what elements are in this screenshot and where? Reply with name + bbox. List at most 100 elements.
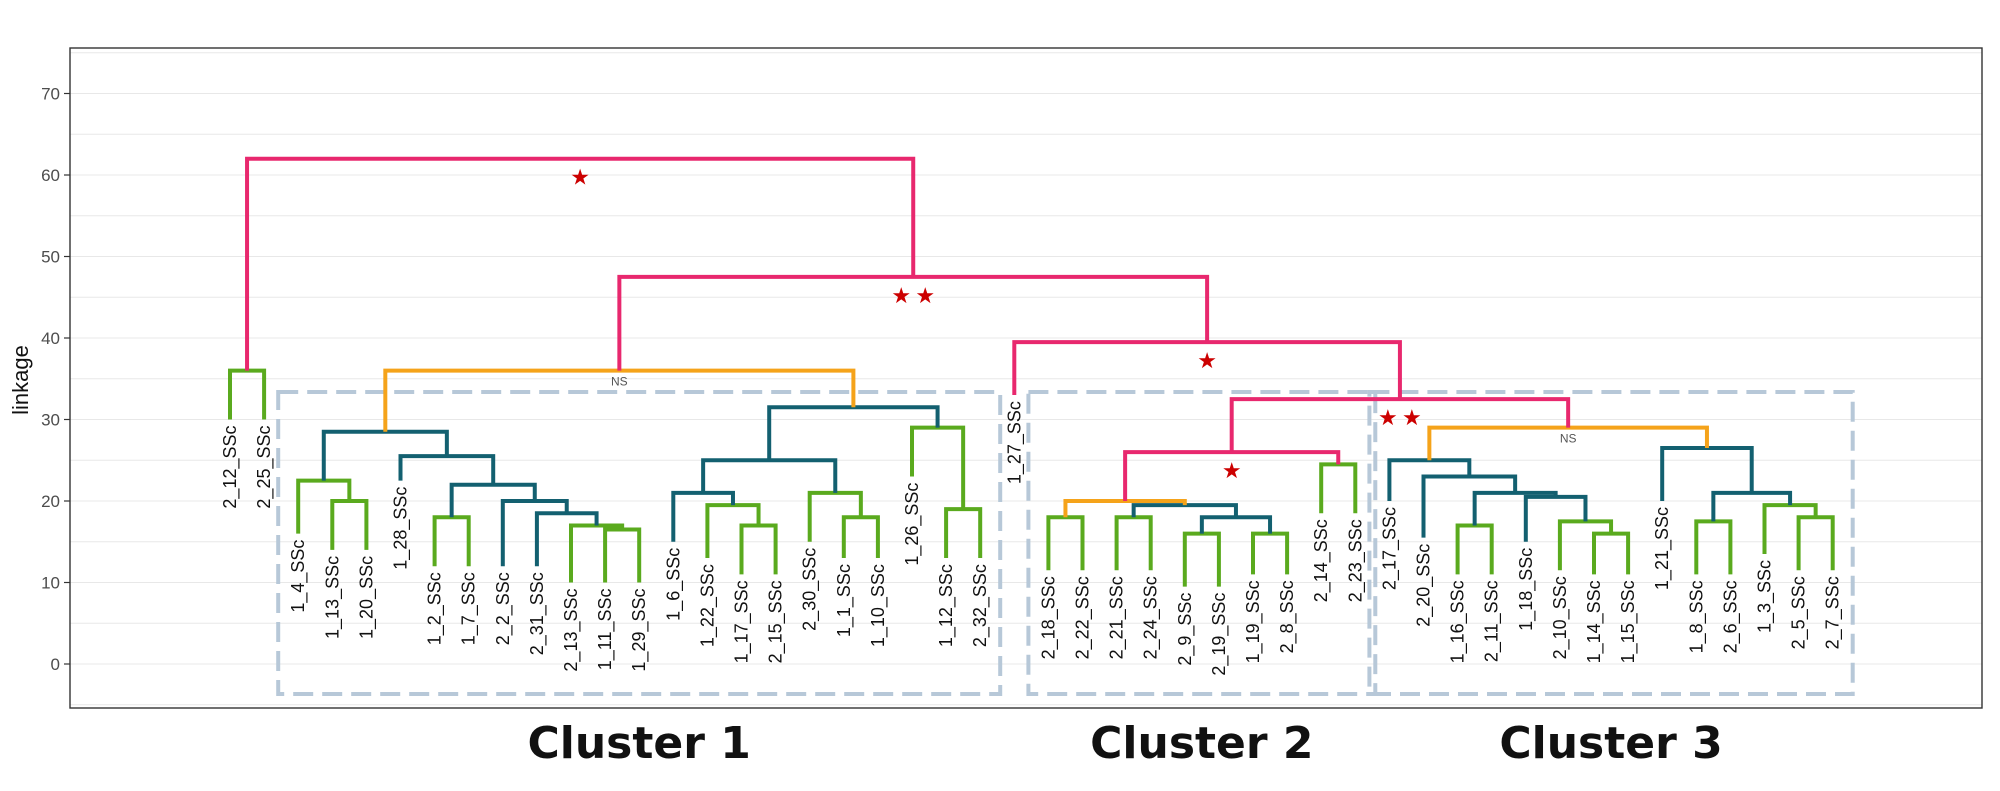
y-tick-label: 50	[41, 248, 60, 267]
leaf-label: 1_7_SSc	[459, 572, 480, 645]
dendrogram-links	[228, 156, 1835, 587]
leaf-label: 1_20_SSc	[356, 556, 377, 639]
dendrogram-link	[739, 523, 778, 575]
leaf-label: 1_29_SSc	[629, 589, 650, 672]
cluster-label: Cluster 2	[1090, 718, 1313, 769]
leaf-label: 1_14_SSc	[1584, 580, 1605, 663]
leaf-label: 2_18_SSc	[1038, 576, 1059, 659]
cluster-box	[1026, 390, 1378, 696]
cluster-box	[276, 390, 1003, 696]
significance-star: ★	[1197, 349, 1217, 374]
y-tick-label: 40	[41, 329, 60, 348]
plot-frame	[69, 47, 1983, 709]
dendrogram-link	[617, 274, 1210, 371]
dendrogram-link	[1319, 462, 1358, 514]
leaf-label: 2_24_SSc	[1141, 576, 1162, 659]
significance-star: ★	[915, 284, 935, 309]
dendrogram-link	[944, 507, 983, 559]
leaf-label: 2_14_SSc	[1311, 519, 1332, 602]
dendrogram-link	[569, 523, 625, 583]
leaf-label: 1_18_SSc	[1516, 548, 1537, 631]
dendrogram-link	[1229, 397, 1571, 453]
leaf-label: 2_5_SSc	[1789, 576, 1810, 649]
dendrogram-link	[500, 499, 569, 567]
dendrogram-link	[841, 515, 880, 559]
dendrogram-link	[1251, 531, 1290, 575]
dendrogram-link	[296, 478, 352, 534]
significance-star: ★	[891, 284, 911, 309]
y-tick-label: 60	[41, 166, 60, 185]
leaf-label: 1_13_SSc	[322, 556, 343, 639]
leaf-label: 2_19_SSc	[1209, 593, 1230, 676]
y-tick-label: 30	[41, 411, 60, 430]
leaf-label: 2_9_SSc	[1175, 593, 1196, 666]
cluster-boxes	[276, 390, 1855, 696]
ns-label: NS	[611, 375, 628, 389]
y-tick-label: 20	[41, 492, 60, 511]
leaf-label: 2_7_SSc	[1823, 576, 1844, 649]
leaf-label: 1_4_SSc	[288, 540, 309, 613]
leaf-label: 1_2_SSc	[425, 572, 446, 645]
dendrogram-link	[1796, 515, 1835, 571]
leaf-label: 1_22_SSc	[697, 564, 718, 647]
leaf-label: 2_22_SSc	[1073, 576, 1094, 659]
leaf-label: 2_13_SSc	[561, 589, 582, 672]
leaf-label: 1_6_SSc	[663, 548, 684, 621]
dendrogram-link	[1387, 458, 1472, 501]
dendrogram-link	[1762, 503, 1818, 554]
leaf-label: 1_17_SSc	[732, 580, 753, 663]
cluster-label: Cluster 1	[527, 718, 750, 769]
leaf-label: 1_16_SSc	[1448, 580, 1469, 663]
leaf-label: 2_2_SSc	[493, 572, 514, 645]
dendrogram-link	[1711, 490, 1793, 522]
ns-label: NS	[1560, 432, 1577, 446]
significance-star: ★	[1402, 406, 1422, 431]
significance-star: ★	[1378, 406, 1398, 431]
significance-star: ★	[570, 166, 590, 191]
leaf-label: 2_20_SSc	[1414, 544, 1435, 627]
y-tick-label: 0	[51, 655, 60, 674]
cluster-label: Cluster 3	[1499, 718, 1722, 769]
leaf-label: 2_30_SSc	[800, 548, 821, 631]
leaf-label: 1_19_SSc	[1243, 580, 1264, 663]
leaf-label: 2_23_SSc	[1345, 519, 1366, 602]
y-axis-label: linkage	[8, 345, 33, 415]
leaf-label: 1_26_SSc	[902, 483, 923, 566]
dendrogram-link	[1199, 515, 1273, 534]
dendrogram-link	[228, 368, 267, 420]
leaf-label: 1_15_SSc	[1618, 580, 1639, 663]
leaf-label: 2_12_SSc	[220, 426, 241, 509]
leaf-label: 2_17_SSc	[1379, 507, 1400, 590]
dendrogram-link	[1455, 523, 1494, 575]
dendrogram-link	[1523, 494, 1588, 542]
significance-annotations: NS★NS★★★★★★	[570, 166, 1576, 484]
leaf-label: 2_32_SSc	[970, 564, 991, 647]
leaf-label: 1_28_SSc	[391, 487, 412, 570]
dendrogram-link	[603, 527, 642, 583]
dendrogram-link	[1421, 474, 1518, 538]
y-tick-label: 10	[41, 574, 60, 593]
leaf-label: 1_12_SSc	[936, 564, 957, 647]
leaf-label: 1_1_SSc	[834, 564, 855, 637]
leaf-label: 2_11_SSc	[1482, 580, 1503, 662]
leaf-label: 2_8_SSc	[1277, 580, 1298, 653]
dendrogram-link	[534, 511, 599, 567]
dendrogram-link	[245, 156, 916, 371]
significance-star: ★	[1222, 459, 1242, 484]
leaf-label: 2_15_SSc	[766, 580, 787, 663]
leaf-label: 2_31_SSc	[527, 572, 548, 655]
dendrogram-link	[1114, 515, 1153, 571]
dendrogram-link	[701, 458, 838, 493]
dendrogram-link	[671, 490, 735, 542]
leaf-label: 2_21_SSc	[1107, 576, 1128, 659]
leaf-label: 1_3_SSc	[1755, 560, 1776, 633]
dendrogram-link	[1592, 531, 1631, 575]
leaf-label: 1_27_SSc	[1004, 401, 1025, 484]
grid-lines	[70, 52, 1982, 706]
cluster-labels: Cluster 1 Cluster 2 Cluster 3	[527, 718, 1722, 769]
leaf-label: 2_6_SSc	[1720, 580, 1741, 653]
leaf-label: 1_10_SSc	[868, 564, 889, 647]
